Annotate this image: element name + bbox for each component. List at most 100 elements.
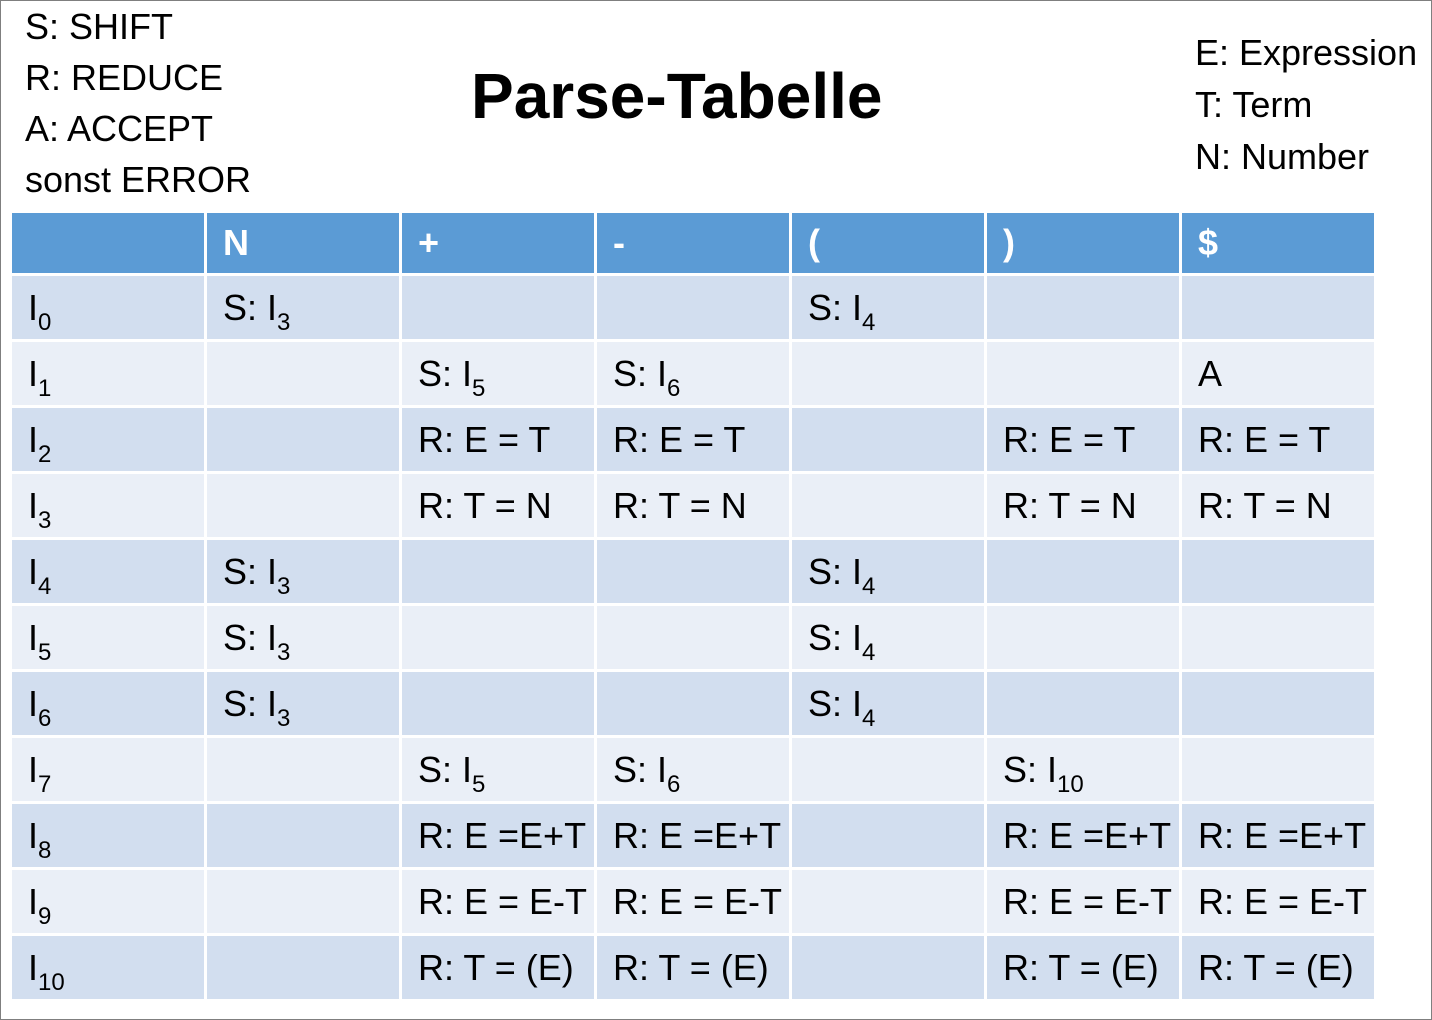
action-cell: R: T = N [597,474,789,537]
cell-text: R: T = (E) [1003,946,1159,988]
action-cell [402,606,594,669]
cell-text: I [28,748,39,790]
legend-accept: A: ACCEPT [25,108,214,149]
state-cell: I4 [12,540,204,603]
legend-actions: S: SHIFT R: REDUCE A: ACCEPT sonst ERROR [25,1,251,205]
header-cell: + [402,213,594,273]
cell-text: R: E = T [1198,418,1331,460]
action-cell [597,276,789,339]
cell-text: R: T = N [613,484,747,526]
cell-text: S: I [1003,748,1058,790]
cell-text: R: T = (E) [1198,946,1354,988]
state-subscript: 10 [1057,770,1084,798]
cell-text: I [28,484,39,526]
action-cell [207,738,399,801]
action-cell [792,936,984,999]
action-cell [207,804,399,867]
action-cell: S: I3 [207,672,399,735]
action-cell [792,408,984,471]
cell-text: R: E = E-T [1198,880,1368,922]
action-cell [1182,672,1374,735]
action-cell: S: I5 [402,342,594,405]
state-subscript: 4 [862,638,876,666]
action-cell [1182,738,1374,801]
state-cell: I0 [12,276,204,339]
action-cell: R: E =E+T [987,804,1179,867]
cell-text: S: I [418,748,473,790]
state-subscript: 3 [38,506,52,534]
cell-text: I [28,352,39,394]
cell-text: S: I [613,748,668,790]
action-cell [597,672,789,735]
state-subscript: 10 [38,968,65,996]
state-subscript: 2 [38,440,52,468]
state-subscript: 4 [38,572,52,600]
action-cell [1182,540,1374,603]
action-cell [792,738,984,801]
state-subscript: 6 [667,374,681,402]
legend-shift: S: SHIFT [25,6,174,47]
page-title: Parse-Tabelle [471,60,883,132]
state-cell: I2 [12,408,204,471]
state-subscript: 3 [277,308,291,336]
state-subscript: 5 [38,638,52,666]
cell-text: S: I [223,550,278,592]
legend-number: N: Number [1195,136,1370,177]
header-cell: $ [1182,213,1374,273]
action-cell: R: E = T [597,408,789,471]
state-subscript: 5 [472,374,486,402]
state-subscript: 3 [277,638,291,666]
cell-text: S: I [613,352,668,394]
state-subscript: 0 [38,308,52,336]
cell-text: R: E =E+T [1003,814,1172,856]
state-cell: I10 [12,936,204,999]
action-cell [402,276,594,339]
state-cell: I3 [12,474,204,537]
action-cell: R: E = E-T [987,870,1179,933]
cell-text: I [28,946,39,988]
cell-text: R: E = E-T [1003,880,1173,922]
cell-text: R: T = N [418,484,552,526]
header-cell [12,213,204,273]
action-cell [207,474,399,537]
cell-text: S: I [808,616,863,658]
state-subscript: 6 [38,704,52,732]
action-cell: S: I3 [207,540,399,603]
cell-text: R: T = (E) [613,946,769,988]
cell-text: S: I [418,352,473,394]
action-cell [987,276,1179,339]
action-cell: R: E = E-T [1182,870,1374,933]
action-cell: R: E = T [1182,408,1374,471]
action-cell [792,474,984,537]
action-cell [402,540,594,603]
action-cell [207,936,399,999]
cell-text: R: E = T [418,418,551,460]
action-cell [987,540,1179,603]
cell-text: S: I [223,682,278,724]
cell-text: R: E = E-T [418,880,588,922]
state-subscript: 3 [277,572,291,600]
action-cell: S: I5 [402,738,594,801]
action-cell: R: T = N [402,474,594,537]
action-cell: R: T = N [1182,474,1374,537]
header-cell: - [597,213,789,273]
cell-text: S: I [223,616,278,658]
cell-text: R: E = T [613,418,746,460]
header-cell: N [207,213,399,273]
action-cell: A [1182,342,1374,405]
state-cell: I8 [12,804,204,867]
state-subscript: 1 [38,374,52,402]
action-cell [987,342,1179,405]
cell-text: R: E = E-T [613,880,783,922]
legend-error: sonst ERROR [25,159,252,200]
action-cell [792,870,984,933]
action-cell: R: E = T [987,408,1179,471]
cell-text: I [28,682,39,724]
